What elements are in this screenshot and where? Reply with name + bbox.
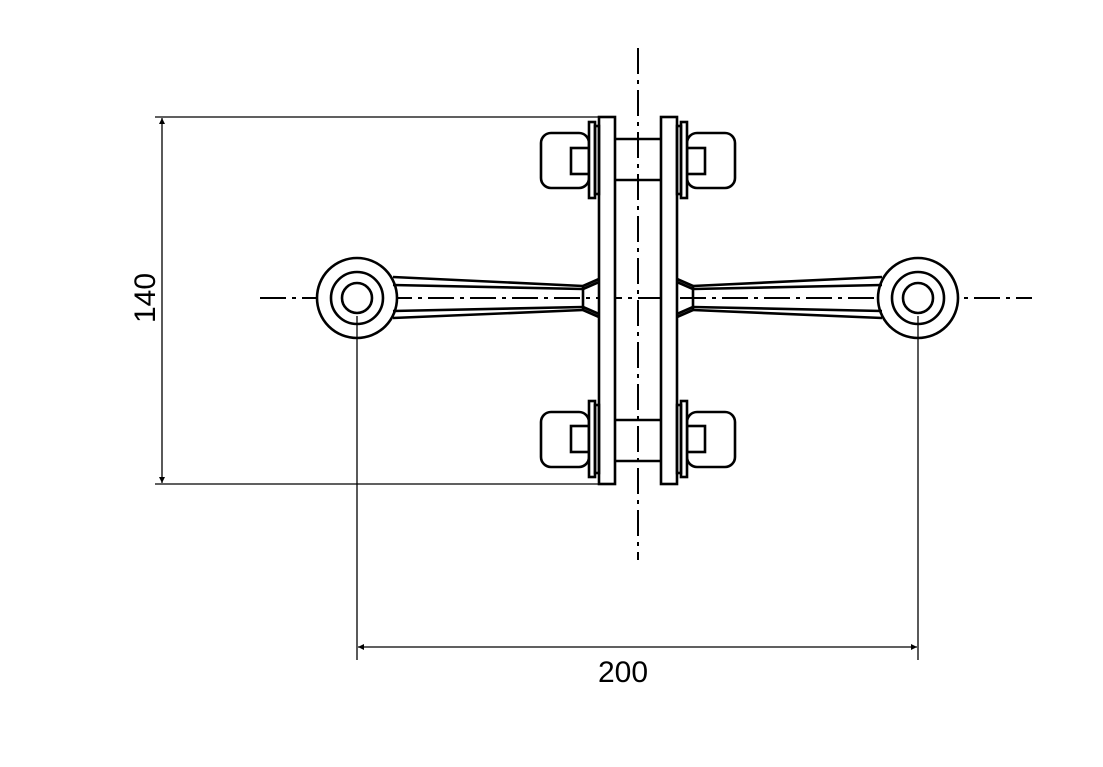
center-body xyxy=(597,115,679,486)
left-arm xyxy=(392,275,600,320)
bolt-bottom-left xyxy=(539,399,601,479)
dimension-label-200: 200 xyxy=(598,656,648,689)
bolt-top-right xyxy=(675,120,737,200)
bolt-bottom-right xyxy=(675,399,737,479)
dimension-vertical xyxy=(155,116,599,485)
right-arm xyxy=(676,275,883,320)
left-eye xyxy=(315,256,399,340)
right-eye xyxy=(876,256,960,340)
dimension-label-140: 140 xyxy=(129,273,162,323)
bolt-top-left xyxy=(539,120,601,200)
dimension-horizontal xyxy=(356,316,919,660)
